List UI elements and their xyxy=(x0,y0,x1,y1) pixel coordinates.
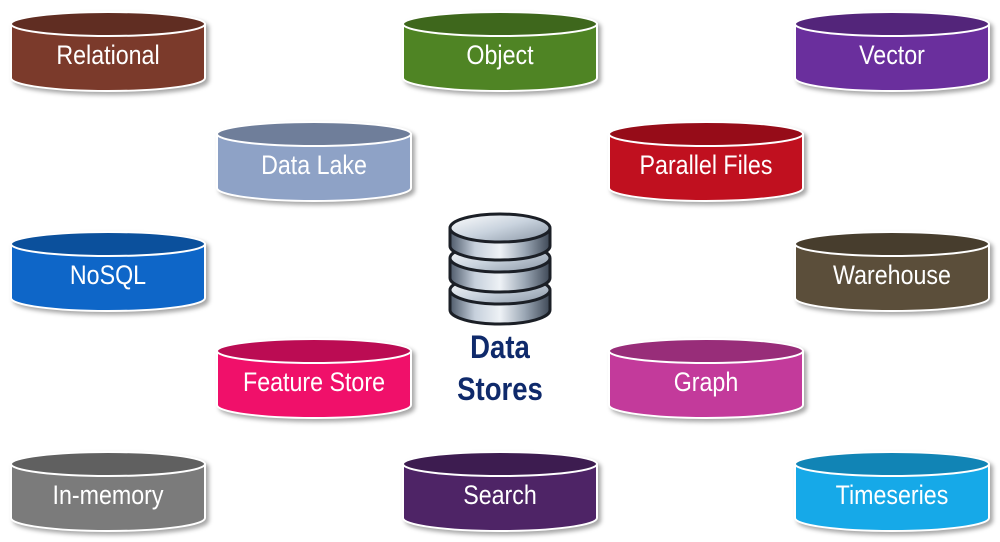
store-label: Timeseries xyxy=(835,480,949,510)
cylinder-in-memory: In-memory xyxy=(8,450,208,534)
store-label: Object xyxy=(466,40,534,70)
database-cylinder-icon xyxy=(216,338,412,419)
cylinder-feature-store: Feature Store xyxy=(214,337,414,421)
store-label: In-memory xyxy=(52,480,164,510)
store-label: Relational xyxy=(56,40,160,70)
store-label: Search xyxy=(463,480,537,510)
store-label: Graph xyxy=(673,367,739,397)
cylinder-nosql: NoSQL xyxy=(8,230,208,314)
cylinder-object: Object xyxy=(400,10,600,94)
center-title-line1: Data xyxy=(470,329,530,365)
database-cylinder-icon xyxy=(608,121,804,202)
store-label: NoSQL xyxy=(69,260,147,290)
store-label: Feature Store xyxy=(243,367,385,397)
database-cylinder-icon xyxy=(402,11,598,92)
database-cylinder-icon xyxy=(794,451,990,532)
store-label: Parallel Files xyxy=(639,150,773,180)
database-cylinder-icon xyxy=(608,338,804,419)
store-label: Warehouse xyxy=(833,260,951,290)
database-cylinder-icon xyxy=(10,11,206,92)
store-label: Data Lake xyxy=(261,150,367,180)
cylinder-relational: Relational xyxy=(8,10,208,94)
cylinder-parallel-files: Parallel Files xyxy=(606,120,806,204)
cylinder-graph: Graph xyxy=(606,337,806,421)
center-title-line2: Stores xyxy=(457,371,543,407)
database-cylinder-icon xyxy=(10,231,206,312)
cylinder-data-lake: Data Lake xyxy=(214,120,414,204)
database-stack-icon xyxy=(444,212,556,328)
cylinder-vector: Vector xyxy=(792,10,992,94)
database-cylinder-icon xyxy=(794,231,990,312)
database-cylinder-icon xyxy=(402,451,598,532)
database-cylinder-icon xyxy=(10,451,206,532)
database-cylinder-icon xyxy=(794,11,990,92)
cylinder-timeseries: Timeseries xyxy=(792,450,992,534)
store-label: Vector xyxy=(859,40,925,70)
database-cylinder-icon xyxy=(216,121,412,202)
center-title: Data Stores xyxy=(440,326,560,410)
cylinder-search: Search xyxy=(400,450,600,534)
cylinder-warehouse: Warehouse xyxy=(792,230,992,314)
